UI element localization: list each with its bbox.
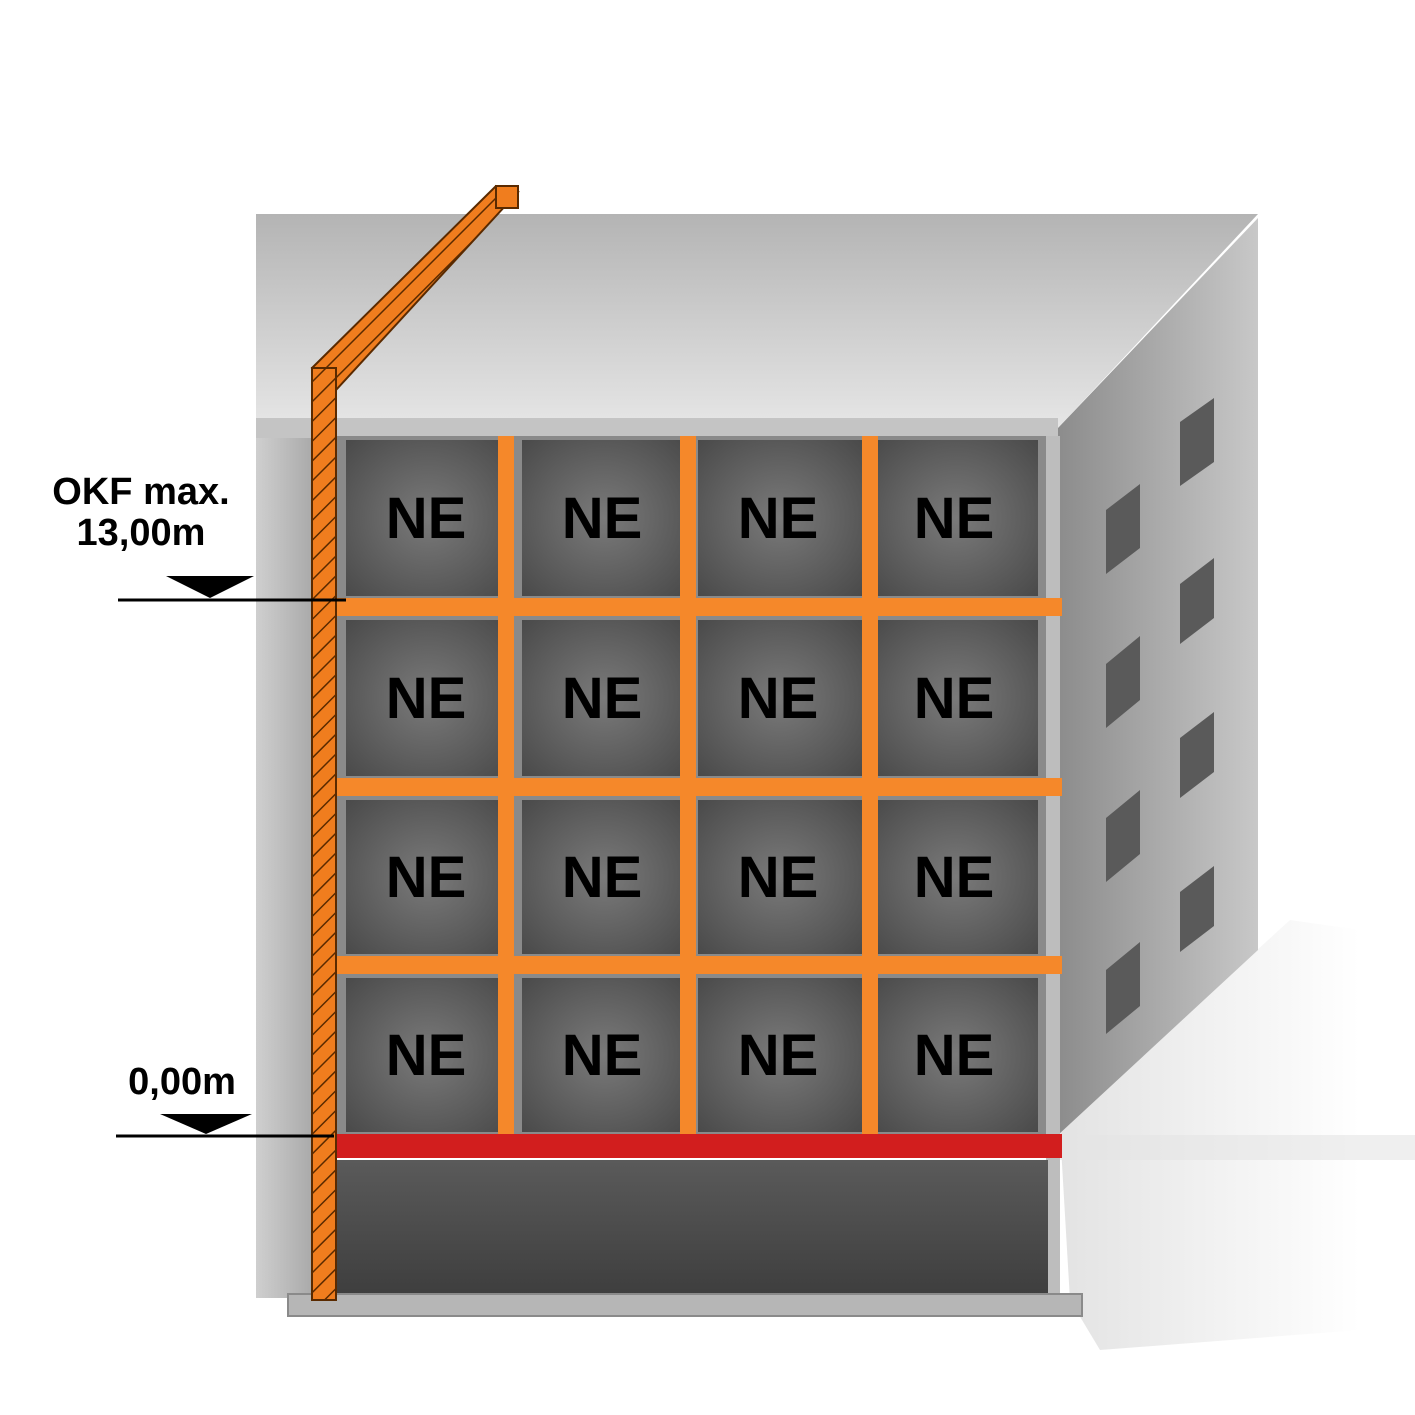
- side-window: [1106, 790, 1140, 882]
- unit-cell: [346, 440, 510, 596]
- level-marker-ground: [116, 1114, 334, 1138]
- upper-level-label-line2: 13,00m: [76, 512, 206, 555]
- firewall-cap: [495, 185, 519, 209]
- unit-cell: [522, 620, 686, 776]
- roof-edge: [256, 418, 1058, 438]
- unit-cell: [874, 440, 1038, 596]
- unit-cell: [874, 800, 1038, 954]
- side-window: [1106, 942, 1140, 1034]
- floor-slab: [336, 956, 1062, 974]
- floor-slab: [336, 598, 1062, 616]
- side-window: [1180, 558, 1214, 644]
- unit-cell: [346, 800, 510, 954]
- unit-label: NE: [738, 486, 819, 551]
- unit-cell: [346, 620, 510, 776]
- unit-cell: [698, 978, 862, 1132]
- unit-label: NE: [562, 486, 643, 551]
- unit-label: NE: [562, 666, 643, 731]
- unit-label: NE: [914, 486, 995, 551]
- side-window: [1106, 484, 1140, 574]
- side-window: [1180, 712, 1214, 798]
- unit-label: NE: [386, 666, 467, 731]
- unit-cell: [522, 978, 686, 1132]
- ground-level-label: 0,00m: [128, 1061, 236, 1103]
- unit-label: NE: [738, 666, 819, 731]
- level-triangle: [166, 576, 254, 598]
- side-window: [1180, 866, 1214, 952]
- unit-cell: [346, 978, 510, 1132]
- level-marker-upper: [118, 576, 346, 602]
- ground-step: [1060, 1135, 1415, 1160]
- unit-cell: [874, 978, 1038, 1132]
- unit-label: NE: [562, 1023, 643, 1088]
- level-triangle: [160, 1114, 252, 1134]
- firewall-vertical: [311, 367, 337, 1301]
- unit-label: NE: [738, 1023, 819, 1088]
- unit-cell: [698, 620, 862, 776]
- unit-label: NE: [914, 666, 995, 731]
- unit-cell: [874, 620, 1038, 776]
- unit-label: NE: [562, 845, 643, 910]
- plinth: [287, 1293, 1083, 1317]
- unit-cell: [522, 440, 686, 596]
- unit-cell: [522, 800, 686, 954]
- facade-edge-right: [1046, 436, 1060, 1296]
- unit-label: NE: [386, 845, 467, 910]
- firewall: [310, 184, 520, 1301]
- upper-level-label-line1: OKF max.: [52, 471, 230, 513]
- column: [862, 436, 878, 1136]
- floor-slab: [336, 778, 1062, 796]
- column: [498, 436, 514, 1136]
- unit-cell: [698, 440, 862, 596]
- side-window: [1106, 636, 1140, 728]
- roof: [256, 214, 1258, 428]
- side-window: [1180, 398, 1214, 486]
- upper-level-label: OKF max. 13,00m: [36, 471, 246, 555]
- unit-label: NE: [738, 845, 819, 910]
- unit-cell: [698, 800, 862, 954]
- unit-label: NE: [386, 1023, 467, 1088]
- side-windows: [1106, 398, 1214, 1034]
- column: [680, 436, 696, 1136]
- ground-slab: [336, 1134, 1062, 1158]
- unit-label: NE: [386, 486, 467, 551]
- unit-grid: NE NE NE NE NE NE NE NE NE NE NE NE NE NE NE NE: [346, 440, 1038, 1132]
- unit-label: NE: [914, 845, 995, 910]
- basement: [336, 1160, 1048, 1296]
- floor-structure: [336, 436, 1062, 1136]
- unit-label: NE: [914, 1023, 995, 1088]
